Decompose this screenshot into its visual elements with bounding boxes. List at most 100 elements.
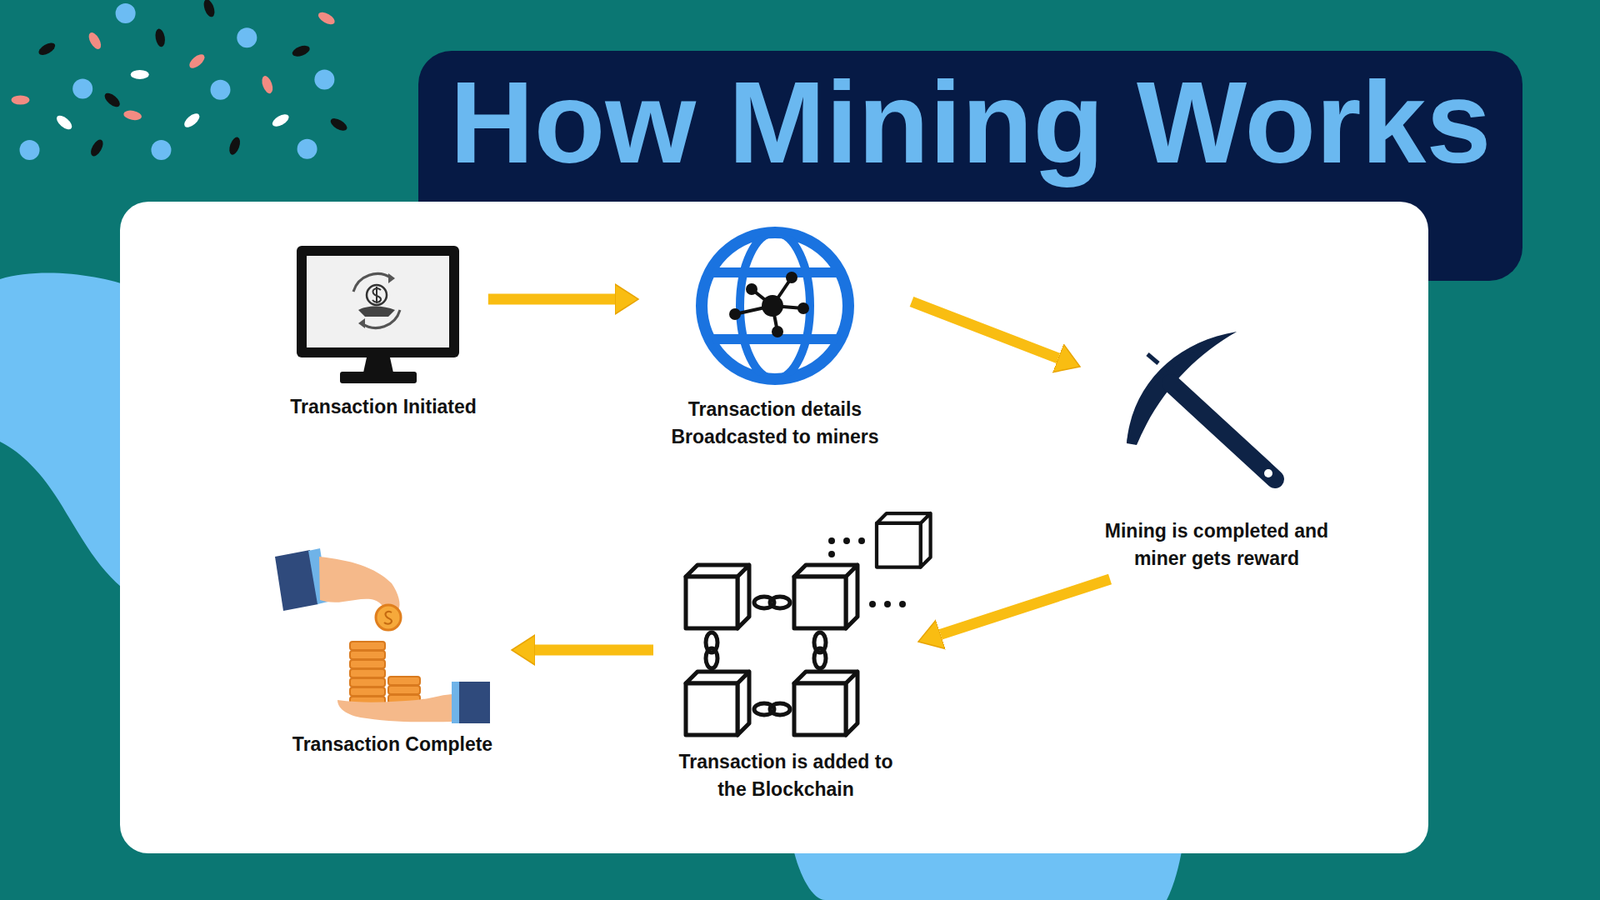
globe-icon-part bbox=[735, 277, 804, 332]
monitor-icon-part bbox=[296, 245, 460, 358]
monitor-icon bbox=[296, 245, 460, 384]
confetti-dots-part bbox=[54, 113, 75, 133]
pickaxe-icon-part bbox=[1264, 469, 1273, 478]
hands-coins-icon-part bbox=[456, 681, 490, 724]
blockchain-icon-part-part bbox=[843, 537, 850, 545]
hands-coins-icon-part bbox=[451, 681, 460, 724]
confetti-dots-part bbox=[201, 0, 217, 19]
confetti-dots-part bbox=[181, 110, 202, 130]
hands-coins-icon-part bbox=[337, 694, 460, 722]
confetti-dots-part bbox=[115, 3, 136, 24]
monitor-icon-part bbox=[388, 273, 395, 284]
step-label: Transaction Initiated bbox=[290, 393, 477, 421]
hands-coins-icon-part-part bbox=[350, 687, 385, 696]
blockchain-icon-part-part bbox=[770, 703, 790, 715]
blockchain-icon-part bbox=[705, 596, 826, 715]
blockchain-icon-part bbox=[876, 513, 931, 568]
process-step: Transaction details Broadcasted to miner… bbox=[645, 226, 905, 451]
blockchain-icon-part-part bbox=[828, 537, 835, 545]
flow-arrow bbox=[488, 294, 615, 305]
pickaxe-icon-part bbox=[1147, 354, 1159, 364]
process-step: Transaction Complete bbox=[280, 554, 505, 759]
confetti-dots-part bbox=[210, 80, 230, 100]
confetti-dots-part bbox=[227, 135, 243, 156]
step-label: Transaction is added to the Blockchain bbox=[665, 748, 907, 804]
confetti-dots-part bbox=[236, 27, 257, 48]
blockchain-icon-part-part bbox=[828, 550, 835, 558]
process-step: Mining is completed and miner gets rewar… bbox=[1086, 330, 1347, 573]
hands-coins-icon-part bbox=[375, 605, 401, 630]
confetti-dots-part bbox=[36, 40, 58, 59]
confetti-dots-part bbox=[72, 79, 93, 100]
globe-icon-part-part bbox=[745, 283, 758, 295]
hands-coins-icon-part-part bbox=[388, 676, 420, 685]
blockchain-icon bbox=[685, 513, 931, 735]
globe-icon-part-part bbox=[700, 267, 850, 278]
pickaxe-icon-part bbox=[1170, 383, 1275, 480]
confetti-dots-part bbox=[314, 70, 335, 90]
blockchain-icon-part-part bbox=[858, 537, 865, 545]
blockchain-icon-part bbox=[794, 671, 858, 735]
confetti-dots-part bbox=[88, 137, 106, 159]
blockchain-icon-part bbox=[685, 671, 750, 735]
blockchain-icon-part-part bbox=[770, 596, 790, 609]
blob bbox=[0, 273, 134, 596]
confetti-dots-part bbox=[328, 115, 350, 134]
blockchain-icon-part-part bbox=[814, 648, 826, 669]
globe-icon-part-part bbox=[785, 271, 798, 284]
monitor-icon-part bbox=[340, 371, 417, 384]
step-label: Transaction details Broadcasted to miner… bbox=[650, 395, 900, 451]
blockchain-icon-part bbox=[828, 537, 906, 608]
globe-icon-part-part bbox=[729, 308, 741, 320]
confetti-dots bbox=[10, 0, 349, 160]
globe-icon-part-part bbox=[740, 232, 810, 380]
title: How Mining Works bbox=[418, 64, 1523, 181]
globe-icon-part bbox=[701, 232, 849, 380]
monitor-icon-part bbox=[358, 306, 395, 318]
confetti-dots-part bbox=[270, 111, 291, 130]
blockchain-icon-part-part bbox=[899, 600, 906, 608]
blockchain-icon-part-part bbox=[705, 648, 718, 669]
confetti-dots-part bbox=[86, 30, 105, 52]
globe-icon bbox=[700, 232, 850, 380]
hands-coins-icon-part-part bbox=[350, 641, 385, 650]
blockchain-icon-part bbox=[794, 565, 858, 629]
monitor-icon-part bbox=[358, 318, 365, 329]
monitor-icon-part bbox=[363, 357, 394, 373]
confetti-dots-part bbox=[102, 90, 123, 110]
hands-coins-icon-part-part bbox=[388, 685, 420, 695]
monitor-icon-part bbox=[306, 255, 450, 348]
globe-icon-part-part bbox=[797, 302, 810, 315]
hands-coins-icon-part bbox=[319, 556, 400, 612]
confetti-dots-part bbox=[20, 140, 40, 160]
confetti-dots-part bbox=[297, 139, 318, 160]
confetti-dots-part bbox=[154, 28, 167, 49]
hands-coins-icon bbox=[275, 548, 490, 724]
globe-icon-part bbox=[700, 232, 850, 380]
hands-coins-icon-part-part bbox=[350, 678, 385, 687]
blockchain-icon-part-part bbox=[869, 600, 876, 608]
confetti-dots-part bbox=[186, 51, 207, 71]
hands-coins-icon-part bbox=[384, 611, 392, 625]
process-step: Transaction is added to the Blockchain bbox=[660, 512, 912, 804]
flow-arrow bbox=[911, 301, 1059, 359]
confetti-dots-part bbox=[122, 109, 143, 122]
globe-icon-part-part bbox=[761, 295, 784, 317]
monitor-icon-part bbox=[366, 285, 387, 305]
confetti-dots-part bbox=[316, 10, 338, 28]
hands-coins-icon-part bbox=[350, 641, 420, 705]
globe-icon-part bbox=[729, 271, 810, 338]
globe-icon-part-part bbox=[771, 325, 784, 338]
card bbox=[120, 201, 1429, 854]
blockchain-icon-part bbox=[685, 565, 750, 629]
hands-coins-icon-part-part bbox=[350, 650, 385, 660]
blockchain-icon-part-part bbox=[884, 600, 891, 608]
flow-arrow bbox=[940, 579, 1110, 635]
confetti-dots-part bbox=[10, 95, 30, 105]
hands-coins-icon-part-part bbox=[350, 660, 385, 669]
process-step: Transaction Initiated bbox=[285, 241, 482, 421]
flow-arrow bbox=[535, 645, 654, 656]
pickaxe-icon bbox=[1126, 331, 1275, 480]
